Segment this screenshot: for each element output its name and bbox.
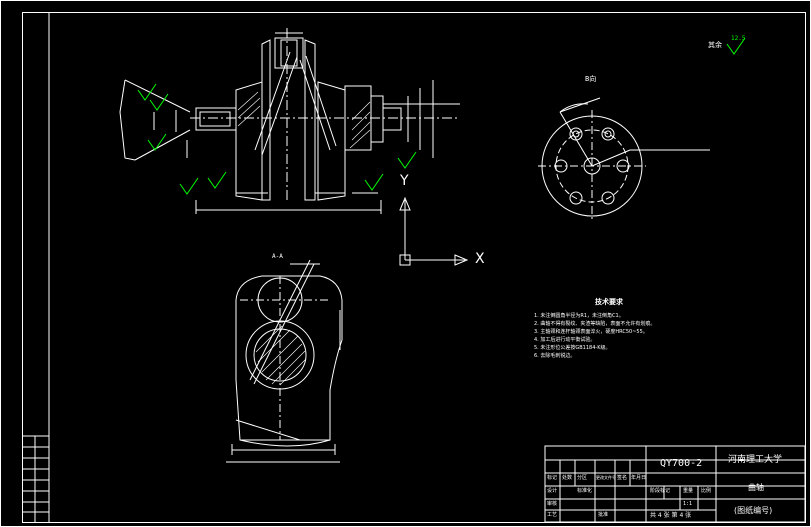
tech-req-line: 1. 未注倒圆角半径为R1，未注倒角C1。 xyxy=(534,313,624,319)
crankshaft-front-view xyxy=(119,28,460,214)
section-a-a-view xyxy=(226,259,343,463)
drawing-inner-border xyxy=(22,12,806,523)
roughness-other-label: 其余 xyxy=(708,41,722,49)
tb-label-stage: 阶段标记 xyxy=(650,488,671,494)
tech-req-line: 5. 未注形位公差按GB1184-K级。 xyxy=(534,345,611,351)
tech-req-line: 6. 去除毛刺锐边。 xyxy=(534,353,576,359)
drawing-code: (图纸编号) xyxy=(734,506,773,515)
tech-req-line: 4. 加工后进行动平衡试验。 xyxy=(534,337,596,343)
sheet-info: 共 4 张 第 4 张 xyxy=(650,512,692,519)
tb-label-zone: 分区 xyxy=(577,475,588,481)
tech-req-line: 3. 主轴颈和连杆轴颈表面淬火，硬度HRC50~55。 xyxy=(534,329,648,335)
drawing-number: QY700-2 xyxy=(660,458,703,469)
ucs-x-label: X xyxy=(475,251,485,267)
tb-label-review: 审核 xyxy=(547,501,558,507)
tech-requirements-title: 技术要求 xyxy=(595,298,623,306)
tb-label-process: 工艺 xyxy=(547,512,558,518)
tb-label-count: 处数 xyxy=(562,475,573,481)
tech-requirements-list: 1. 未注倒圆角半径为R1，未注倒角C1。 2. 曲轴不得有裂纹、夹渣等缺陷，表… xyxy=(534,312,655,360)
view-label-b: B向 xyxy=(585,75,597,83)
ucs-y-label: Y xyxy=(400,173,409,189)
scale-value: 1:1 xyxy=(683,501,693,507)
tb-label-scale: 比例 xyxy=(701,488,712,494)
school-name: 河南理工大学 xyxy=(728,455,783,465)
section-hatch xyxy=(237,91,371,149)
tb-label-sign: 签名 xyxy=(617,475,628,481)
section-a-a-hatch xyxy=(255,325,307,386)
tb-label-design: 设计 xyxy=(547,488,558,494)
flange-end-view xyxy=(538,97,710,222)
roughness-other-value: 12.5 xyxy=(731,35,746,42)
title-block xyxy=(544,445,806,523)
tb-label-standard: 标准化 xyxy=(577,488,593,494)
ucs-icon xyxy=(399,196,469,266)
tb-label-weight: 重量 xyxy=(683,488,694,494)
tb-label-change-doc: 更改文件号 xyxy=(596,475,616,480)
roughness-symbols xyxy=(137,37,746,195)
tb-label-date: 年月日 xyxy=(631,475,647,481)
section-label-aa: A-A xyxy=(272,253,283,260)
tb-label-mark: 标记 xyxy=(547,475,558,481)
tb-label-approve: 批准 xyxy=(598,512,609,518)
part-name: 曲轴 xyxy=(748,483,764,492)
tech-req-line: 2. 曲轴不得有裂纹、夹渣等缺陷，表面不允许有划痕。 xyxy=(534,321,656,327)
